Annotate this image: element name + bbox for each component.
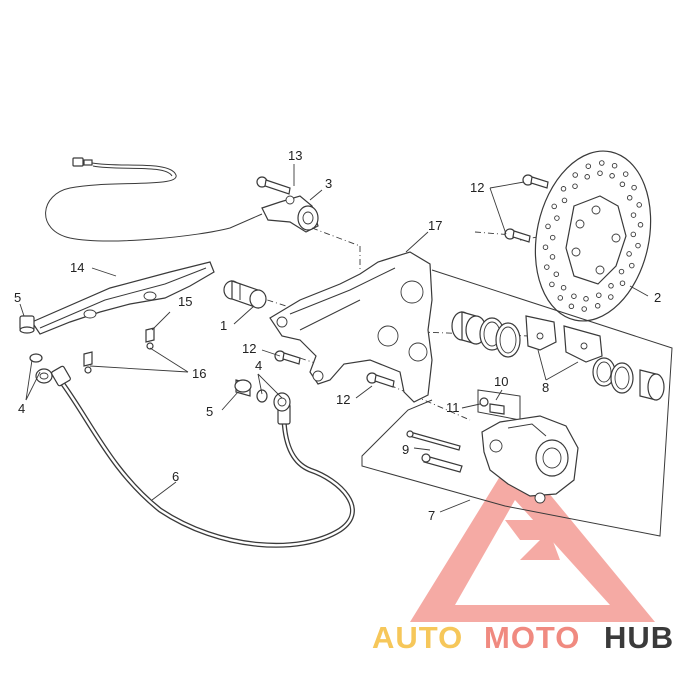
callout-2: 2 [654, 290, 661, 305]
disc-hole [609, 173, 615, 179]
banjo-bolt-middle [234, 379, 291, 412]
disc-hole [545, 223, 551, 230]
callout-5-left: 5 [14, 290, 21, 305]
callout-7: 7 [428, 508, 435, 523]
callout-14: 14 [70, 260, 84, 275]
disc-hole [594, 303, 601, 309]
callout-labels: 13 3 12 2 17 14 5 15 16 1 12 4 12 5 4 6 … [14, 148, 661, 523]
disc-hole [630, 212, 637, 218]
piston-seal-set-right [592, 357, 665, 401]
callout-1: 1 [220, 318, 227, 333]
disc-hole [637, 222, 644, 228]
sensor-bolt [256, 176, 291, 195]
disc-hole [636, 202, 642, 208]
disc-hole [549, 254, 556, 260]
callout-12-disc: 12 [470, 180, 484, 195]
watermark-triangle-logo [410, 452, 655, 622]
guard-screws [83, 327, 155, 374]
disc-hole [542, 244, 549, 250]
banjo-bolt-left [19, 315, 53, 384]
speed-sensor [261, 195, 319, 233]
callout-11: 11 [446, 400, 460, 415]
disc-hole [581, 306, 587, 312]
caliper-pins [406, 430, 463, 473]
disc-hole [549, 281, 555, 288]
disc-hole [584, 174, 590, 180]
disc-bolt-lower [504, 228, 531, 243]
disc-hole [572, 172, 578, 178]
callout-13: 13 [288, 148, 302, 163]
disc-hole [549, 234, 556, 241]
watermark-word-hub: HUB [604, 620, 674, 655]
disc-hole [560, 186, 567, 192]
disc-hole [630, 231, 637, 238]
brake-caliper [481, 415, 579, 504]
callout-17: 17 [428, 218, 442, 233]
caliper-group-outline [361, 269, 673, 537]
callout-16: 16 [192, 366, 206, 381]
disc-hole [571, 293, 577, 299]
callout-8: 8 [542, 380, 549, 395]
disc-hole [619, 280, 626, 286]
disc-hole [568, 303, 575, 310]
disc-hole [629, 262, 635, 269]
disc-hole [560, 284, 567, 291]
brake-hose [51, 365, 355, 548]
disc-hole [626, 195, 633, 201]
bracket-bolt-lower [366, 372, 395, 388]
disc-hole [596, 292, 602, 298]
chain-guard [31, 261, 215, 335]
disc-hole [585, 163, 592, 169]
disc-hole [611, 162, 618, 169]
callout-6: 6 [172, 469, 179, 484]
callout-4-middle: 4 [255, 358, 262, 373]
disc-hole [551, 203, 557, 210]
disc-hole [554, 215, 560, 221]
callout-12-upper: 12 [242, 341, 256, 356]
bracket-bolt-upper [274, 350, 301, 365]
disc-hole [618, 268, 625, 275]
callout-9: 9 [402, 442, 409, 457]
disc-hole [626, 251, 632, 257]
disc-hole [599, 160, 605, 166]
piston-seal-set-left [451, 311, 521, 358]
disc-hole [608, 294, 614, 300]
watermark-wordmark: AUTO MOTO HUB [372, 620, 674, 655]
brake-pads [525, 315, 603, 363]
disc-hole [553, 271, 560, 277]
watermark-word-moto: MOTO [484, 620, 580, 655]
disc-hole [583, 296, 589, 302]
callout-5-middle: 5 [206, 404, 213, 419]
disc-hole [561, 197, 568, 204]
disc-bolt-upper [522, 174, 549, 189]
callout-15: 15 [178, 294, 192, 309]
pivot-pin [223, 280, 267, 309]
speed-sensor-cable [45, 157, 263, 242]
disc-hole [544, 264, 550, 270]
watermark-word-auto: AUTO [372, 620, 463, 655]
callout-10: 10 [494, 374, 508, 389]
disc-hole [619, 181, 626, 188]
callout-3: 3 [325, 176, 332, 191]
disc-hole [572, 183, 578, 189]
disc-hole [608, 283, 614, 289]
disc-hole [622, 171, 629, 177]
caliper-bracket [269, 251, 433, 403]
disc-hole [635, 242, 641, 249]
callout-4-left: 4 [18, 401, 25, 416]
brake-disc [534, 150, 652, 322]
disc-hole [557, 295, 564, 301]
disc-hole [631, 184, 637, 191]
leader-lines [19, 164, 649, 513]
callout-12-lower: 12 [336, 392, 350, 407]
disc-hole [597, 170, 603, 176]
